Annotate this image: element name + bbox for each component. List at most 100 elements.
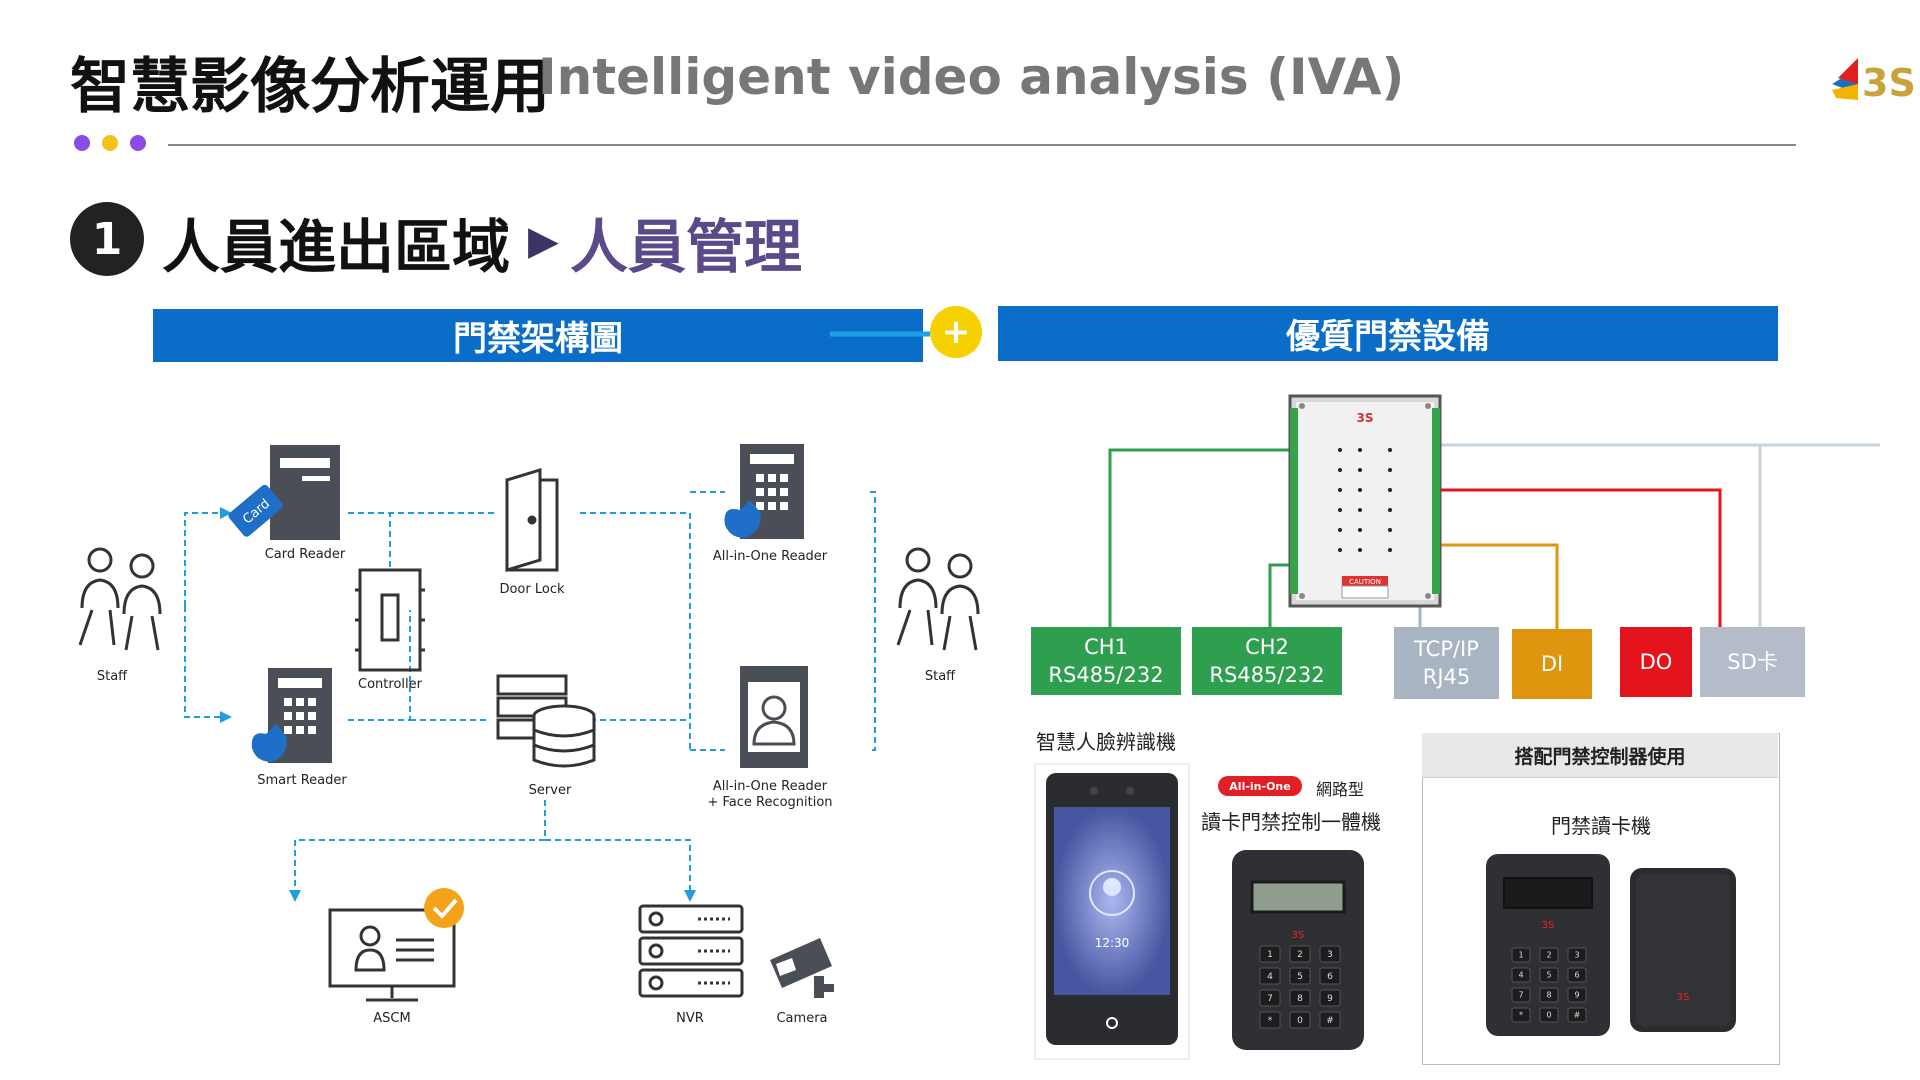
header-divider — [168, 144, 1796, 146]
port-do: DO — [1620, 627, 1692, 697]
face-terminal-image: 12:30 — [1034, 763, 1190, 1060]
keypad-key — [1567, 1007, 1587, 1023]
logo-text: 3S — [1862, 61, 1916, 105]
keypad-key-label: 2 — [1297, 950, 1303, 960]
keypad-key-label: 1 — [1518, 951, 1523, 960]
keypad-key — [1289, 1011, 1311, 1029]
port-ch2-line2: RS485/232 — [1209, 663, 1325, 687]
face-reader-label-1: All-in-One Reader — [713, 779, 828, 794]
access-control-architecture-diagram: Staff Card Card Reader Controller Door L… — [78, 444, 980, 1026]
keypad-key-label: 6 — [1574, 971, 1579, 980]
keypad-key-label: # — [1326, 1016, 1334, 1026]
keypad-key-label: 0 — [1297, 1016, 1303, 1026]
proximity-reader-brand-mark: 3S — [1677, 992, 1690, 1003]
controller-icon — [355, 568, 425, 672]
keypad-key-label: * — [1519, 1011, 1523, 1020]
logo-mark-icon: 3S — [1832, 58, 1916, 105]
controller-wires — [1108, 443, 1880, 630]
section-number-badge: 1 — [70, 202, 144, 276]
all-in-one-badge: All-in-One — [1218, 776, 1302, 796]
staff-right-icon — [896, 547, 980, 651]
keypad-key-label: 5 — [1297, 972, 1303, 982]
keypad-key-label: 8 — [1546, 991, 1551, 1000]
board-brand-label: 3S — [1357, 411, 1374, 425]
keypad-key — [1259, 1011, 1281, 1029]
keypad-key — [1319, 1011, 1341, 1029]
keypad-key — [1319, 989, 1341, 1007]
proximity-card-reader-image: 3S — [1630, 868, 1736, 1032]
keypad-key — [1289, 945, 1311, 963]
controller-wiring-diagram: 3S CAUTION — [1108, 394, 1880, 630]
page-title: 智慧影像分析運用 — [70, 52, 550, 122]
staff-left-label: Staff — [97, 669, 128, 684]
port-tcpip-line2: RJ45 — [1422, 665, 1471, 689]
architecture-band: 門禁架構圖 — [153, 309, 923, 362]
keypad-key — [1511, 1007, 1531, 1023]
brand-logo: 3S — [1828, 50, 1916, 105]
keypad-key — [1259, 967, 1281, 985]
keypad-key — [1511, 947, 1531, 963]
port-ch1: CH1 RS485/232 — [1031, 627, 1181, 695]
face-terminal-label: 智慧人臉辨識機 — [1036, 730, 1176, 754]
port-di: DI — [1512, 629, 1592, 699]
reader-combo-header: 搭配門禁控制器使用 — [1422, 733, 1778, 778]
keypad-key-label: 3 — [1574, 951, 1579, 960]
keypad-key-label: 6 — [1327, 972, 1333, 982]
keypad-key-label: 4 — [1518, 971, 1523, 980]
access-controller-board: 3S CAUTION — [1288, 394, 1442, 608]
card-reader-label: Card Reader — [265, 547, 346, 562]
port-ch2: CH2 RS485/232 — [1192, 627, 1342, 695]
keypad-key-label: 1 — [1267, 950, 1273, 960]
reader-combo-label: 門禁讀卡機 — [1551, 814, 1651, 838]
camera-label: Camera — [776, 1011, 827, 1026]
equipment-band: 優質門禁設備 — [998, 306, 1778, 361]
all-in-one-reader-icon — [724, 444, 804, 539]
port-tcpip: TCP/IP RJ45 — [1394, 627, 1499, 699]
page-title-english: Intelligent video analysis (IVA) — [538, 48, 1405, 106]
keypad-key — [1539, 947, 1559, 963]
camera-icon — [770, 938, 834, 998]
diagram-connectors — [184, 491, 876, 890]
face-terminal-time: 12:30 — [1095, 936, 1130, 950]
keypad-key — [1539, 987, 1559, 1003]
port-do-line1: DO — [1639, 649, 1673, 674]
decor-dot-1 — [74, 135, 90, 151]
caution-label: CAUTION — [1349, 578, 1381, 586]
keypad-key-label: 9 — [1574, 991, 1579, 1000]
port-tcpip-line1: TCP/IP — [1414, 636, 1479, 661]
aio-product-label: 讀卡門禁控制一體機 — [1201, 810, 1381, 834]
door-lock-icon — [505, 467, 559, 573]
port-ch1-line2: RS485/232 — [1048, 663, 1164, 687]
decor-dot-2 — [102, 135, 118, 151]
keypad-key-label: 3 — [1327, 950, 1333, 960]
section-title: 人員進出區域 — [162, 213, 511, 281]
smart-reader-label: Smart Reader — [257, 773, 347, 788]
port-ch2-line1: CH2 — [1245, 634, 1289, 659]
keypad-key-label: 5 — [1546, 971, 1551, 980]
card-reader-icon: Card — [228, 445, 340, 540]
staff-right-label: Staff — [925, 669, 956, 684]
nvr-icon — [638, 904, 744, 998]
keypad-key-label: 7 — [1267, 994, 1273, 1004]
keypad-key — [1511, 987, 1531, 1003]
keypad-key-label: 9 — [1327, 994, 1333, 1004]
smart-reader-icon — [251, 668, 332, 763]
keypad-key-label: * — [1268, 1016, 1273, 1026]
section-subtitle: 人員管理 — [570, 213, 803, 281]
ascm-monitor-icon — [328, 908, 456, 1002]
nvr-label: NVR — [676, 1011, 704, 1026]
keypad-key — [1319, 967, 1341, 985]
all-in-one-reader-label: All-in-One Reader — [713, 549, 828, 564]
keypad-key — [1539, 1007, 1559, 1023]
staff-left-icon — [78, 547, 162, 651]
aio-type-label: 網路型 — [1316, 780, 1365, 799]
keypad-key-label: 7 — [1518, 991, 1523, 1000]
face-reader-label-2: + Face Recognition — [707, 795, 832, 810]
keypad-key-label: 8 — [1297, 994, 1303, 1004]
aio-brand-mark: 3S — [1292, 930, 1305, 941]
keypad-key — [1259, 945, 1281, 963]
